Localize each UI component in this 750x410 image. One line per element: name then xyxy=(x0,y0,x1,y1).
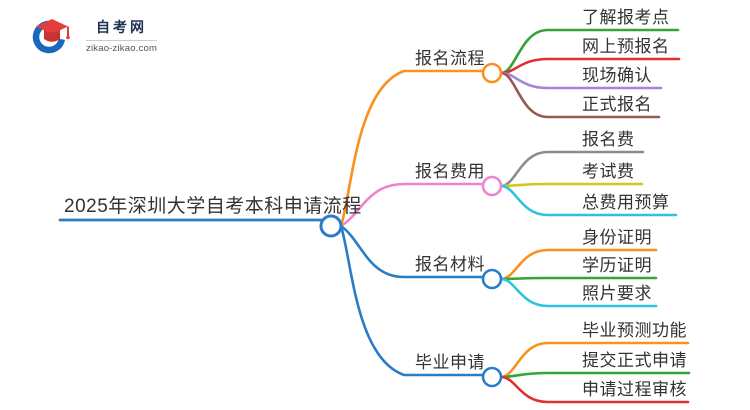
logo-divider xyxy=(86,39,158,41)
branch-node-registration-process: 报名流程 xyxy=(415,49,485,68)
branch-node-registration-fees: 报名费用 xyxy=(415,162,485,181)
graduation-cap-icon xyxy=(32,19,70,54)
leaf-node: 申请过程审核 xyxy=(582,380,687,399)
leaf-node: 总费用预算 xyxy=(582,193,670,212)
branch-node-registration-materials: 报名材料 xyxy=(415,255,485,274)
leaf-node: 现场确认 xyxy=(582,66,652,85)
leaf-node: 了解报考点 xyxy=(582,8,670,27)
leaf-node: 身份证明 xyxy=(582,228,652,247)
site-url: zikao-zikao.com xyxy=(86,42,158,54)
branch-node-graduation-application: 毕业申请 xyxy=(415,353,485,372)
leaf-node: 网上预报名 xyxy=(582,37,670,56)
leaf-node: 毕业预测功能 xyxy=(582,321,687,340)
leaf-node: 提交正式申请 xyxy=(582,351,687,370)
site-name: 自考网 xyxy=(96,18,148,35)
root-node-label: 2025年深圳大学自考本科申请流程 xyxy=(64,196,362,217)
leaf-node: 学历证明 xyxy=(582,256,652,275)
leaf-node: 正式报名 xyxy=(582,95,652,114)
leaf-node: 报名费 xyxy=(582,130,635,149)
leaf-node: 考试费 xyxy=(582,162,635,181)
site-logo[interactable]: 自考网 zikao-zikao.com xyxy=(30,12,158,58)
leaf-node: 照片要求 xyxy=(582,284,652,303)
